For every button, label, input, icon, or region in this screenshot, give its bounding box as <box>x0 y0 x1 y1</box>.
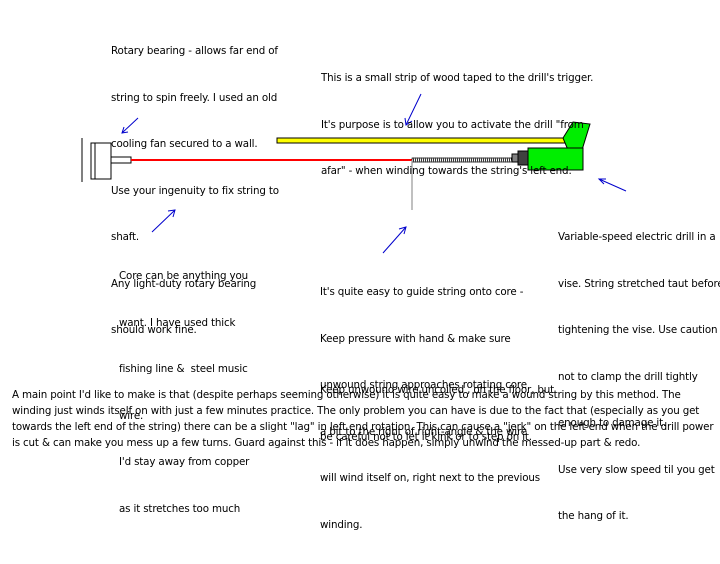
note-line: Keep pressure with hand & make sure <box>320 332 511 345</box>
coil-turn <box>428 157 431 163</box>
note-line: Keep unwound wire uncoiled , on the floo… <box>320 384 555 396</box>
wire-note: Keep unwound wire uncoiled , on the floo… <box>320 352 554 476</box>
coil-turn <box>444 157 447 163</box>
coil-turn <box>420 157 423 163</box>
wound-section <box>411 157 513 163</box>
coil-turn <box>492 157 495 163</box>
coil-turn <box>464 157 467 163</box>
core-note: Core can be anything you want. I have us… <box>119 238 249 548</box>
coil-turn <box>416 157 419 163</box>
drill-note: Variable-speed electric drill in a vise.… <box>558 199 720 556</box>
note-line: It's quite easy to guide string onto cor… <box>320 286 524 298</box>
note-line: tightening the vise. Use caution <box>558 324 718 336</box>
coil-turn <box>436 157 439 163</box>
coil-turn <box>470 157 473 163</box>
coil-turn <box>480 157 483 163</box>
note-line: will wind itself on, right next to the p… <box>320 472 540 484</box>
note-line: afar" - when winding towards the string'… <box>321 165 572 177</box>
coil-turn <box>434 157 437 163</box>
diagram-drawing <box>81 93 627 254</box>
coil-turn <box>506 157 509 163</box>
arrow-drill <box>597 178 627 192</box>
coil-turn <box>414 157 417 163</box>
coil-turn <box>490 157 493 163</box>
note-line: Variable-speed electric drill in a <box>558 231 716 243</box>
note-line: I'd stay away from copper <box>119 456 250 468</box>
coil-turn <box>448 157 451 163</box>
coil-turn <box>474 157 477 163</box>
note-line: as it stretches too much <box>119 502 241 515</box>
coil-turn <box>418 157 421 163</box>
note-line: the hang of it. <box>558 510 629 522</box>
coil-turn <box>424 157 427 163</box>
coil-turn <box>458 157 461 163</box>
coil-turn <box>422 157 425 163</box>
coil-turn <box>438 157 441 163</box>
note-line: This is a small strip of wood taped to t… <box>321 72 594 84</box>
note-line: Use very slow speed til you get <box>558 463 715 476</box>
coil-turn <box>454 157 457 163</box>
rotary-bearing <box>90 142 112 180</box>
chuck-tip <box>511 153 519 163</box>
note-line: shaft. <box>111 231 140 243</box>
note-line: It's purpose is to allow you to activate… <box>321 118 584 131</box>
coil-turn <box>496 157 499 163</box>
arrow-bearing <box>121 117 139 134</box>
note-line: not to clamp the drill tightly <box>558 370 698 383</box>
note-line: wire. <box>119 409 144 422</box>
coil-turn <box>412 157 415 163</box>
note-line: winding. <box>320 518 363 531</box>
coil-turn <box>504 157 507 163</box>
coil-turn <box>508 157 511 163</box>
note-line: want. I have used thick <box>119 316 236 329</box>
note-line: enough to damage it. <box>558 417 667 429</box>
coil-turn <box>450 157 453 163</box>
coil-turn <box>502 157 505 163</box>
note-line: cooling fan secured to a wall. <box>111 138 258 150</box>
trigger-note: This is a small strip of wood taped to t… <box>321 40 593 211</box>
note-line: Use your ingenuity to fix string to <box>111 184 279 197</box>
winding-diagram: Rotary bearing - allows far end of strin… <box>12 13 720 548</box>
coil-turn <box>466 157 469 163</box>
note-line: Rotary bearing - allows far end of <box>111 45 278 57</box>
coil-turn <box>486 157 489 163</box>
coil-turn <box>430 157 433 163</box>
coil-turn <box>462 157 465 163</box>
note-line: string to spin freely. I used an old <box>111 91 278 104</box>
coil-turn <box>460 157 463 163</box>
note-line: be careful not to let it kink or to step… <box>320 430 532 443</box>
coil-turn <box>468 157 471 163</box>
coil-turn <box>484 157 487 163</box>
coil-turn <box>446 157 449 163</box>
arrow-guide <box>382 226 407 254</box>
note-line: a bit to the right of right-angle & the … <box>320 425 527 438</box>
note-line: should work fine. <box>111 324 197 336</box>
coil-turn <box>498 157 501 163</box>
arrow-trigger <box>404 93 422 126</box>
coil-turn <box>494 157 497 163</box>
coil-turn <box>500 157 503 163</box>
note-line: Core can be anything you <box>119 270 249 282</box>
coil-turn <box>426 157 429 163</box>
coil-turn <box>442 157 445 163</box>
arrow-core <box>151 209 176 233</box>
coil-turn <box>478 157 481 163</box>
coil-turn <box>476 157 479 163</box>
coil-turn <box>472 157 475 163</box>
main-point-paragraph: A main point I'd like to make is that (d… <box>12 389 714 449</box>
coil-turn <box>440 157 443 163</box>
coil-turn <box>432 157 435 163</box>
bearing-note: Rotary bearing - allows far end of strin… <box>111 13 279 370</box>
note-line: fishing line & steel music <box>119 363 248 375</box>
coil-turn <box>482 157 485 163</box>
guide-note: It's quite easy to guide string onto cor… <box>320 254 540 564</box>
note-line: vise. String stretched taut before <box>558 277 720 290</box>
note-line: unwound string approaches rotating core <box>320 379 527 391</box>
coil-turn <box>452 157 455 163</box>
coil-turn <box>456 157 459 163</box>
coil-turn <box>488 157 491 163</box>
note-line: Any light-duty rotary bearing <box>111 277 257 290</box>
